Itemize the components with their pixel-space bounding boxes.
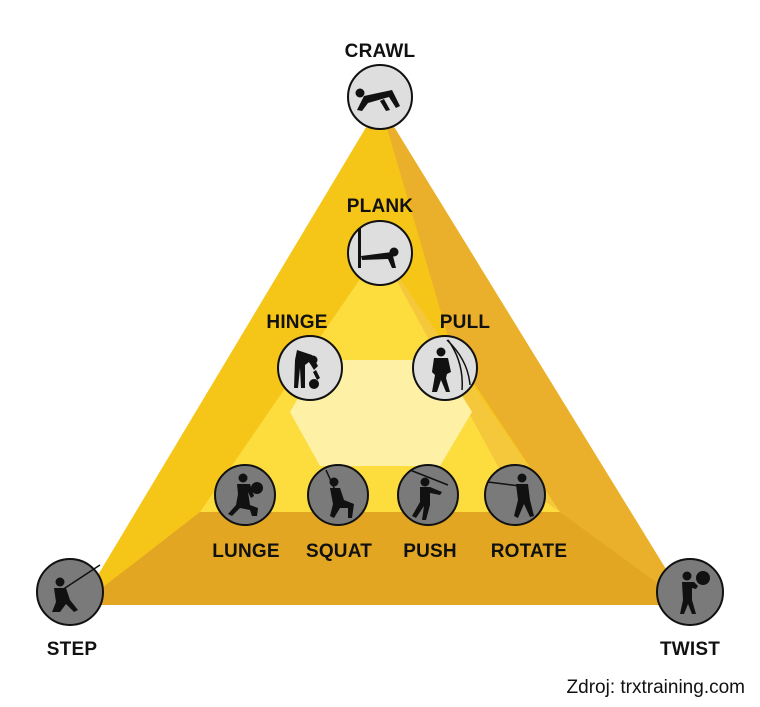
crawl-label: CRAWL (345, 41, 416, 62)
squat-node (307, 464, 369, 526)
pull-node (412, 335, 478, 401)
plank-node (347, 220, 413, 286)
triangle-outer-right-shade (380, 104, 688, 605)
plank-label: PLANK (347, 196, 414, 217)
pull-label: PULL (440, 312, 491, 333)
push-node (397, 464, 459, 526)
hinge-node (277, 335, 343, 401)
hinge-icon (294, 350, 320, 389)
pull-icon (432, 339, 471, 392)
squat-label: SQUAT (306, 541, 372, 562)
plank-icon (358, 228, 399, 268)
triangle-bottom-band (80, 512, 688, 605)
hinge-label: HINGE (266, 312, 327, 333)
push-label: PUSH (403, 541, 457, 562)
rotate-label: ROTATE (491, 541, 568, 562)
twist-icon (680, 571, 710, 614)
hinge-circle (277, 335, 343, 401)
lunge-icon (228, 473, 263, 516)
source-credit: Zdroj: trxtraining.com (567, 677, 745, 698)
lunge-label: LUNGE (212, 541, 280, 562)
squat-icon (325, 469, 354, 518)
crawl-icon (355, 88, 400, 111)
plank-circle (347, 220, 413, 286)
step-icon (52, 564, 101, 612)
rotate-node (484, 464, 546, 526)
crawl-node (347, 64, 413, 130)
push-icon (409, 469, 449, 520)
step-label: STEP (47, 639, 98, 660)
step-node (36, 558, 104, 626)
rotate-icon (487, 473, 534, 518)
twist-label: TWIST (660, 639, 720, 660)
twist-node (656, 558, 724, 626)
lunge-node (214, 464, 276, 526)
